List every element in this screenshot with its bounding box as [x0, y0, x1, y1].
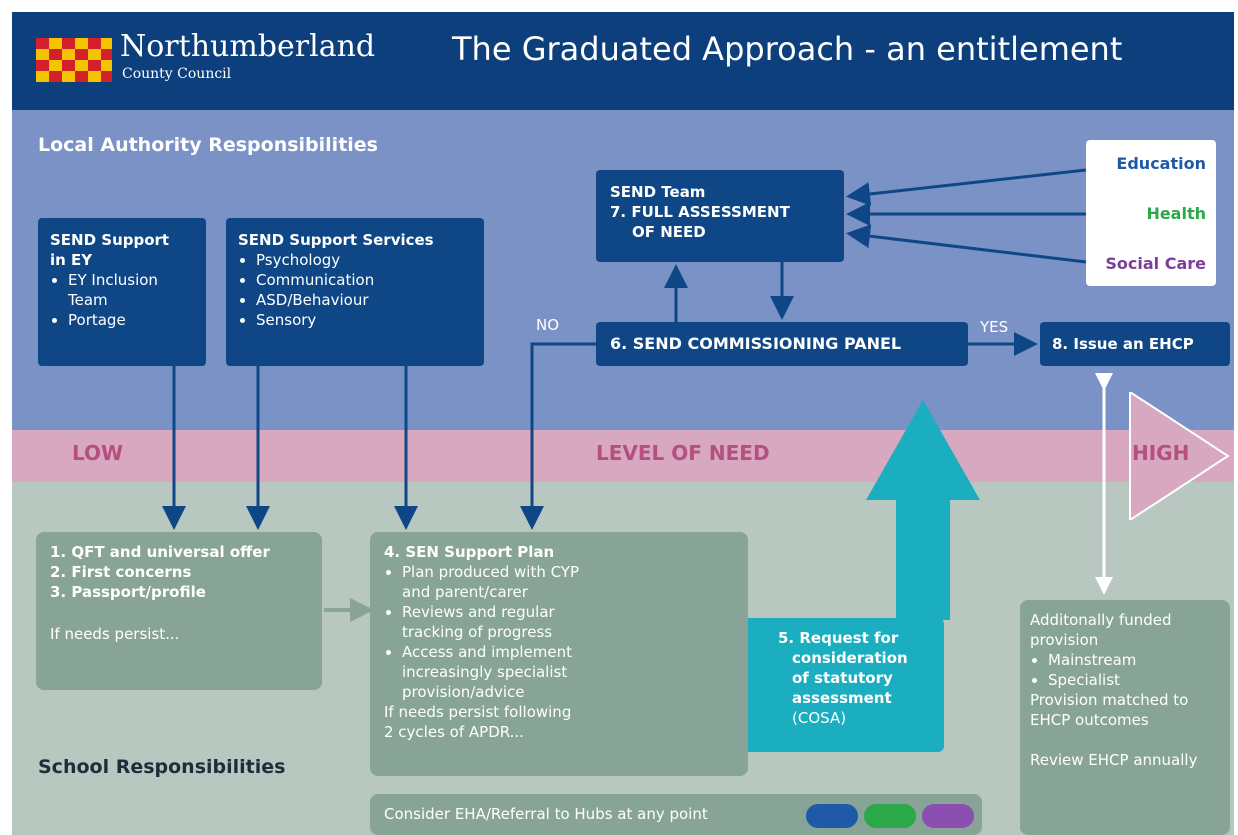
qft-line1: 1. QFT and universal offer	[50, 543, 270, 561]
level-of-need-band	[12, 430, 1234, 482]
service-item: Psychology	[256, 250, 472, 270]
cosa-line5: (COSA)	[792, 709, 847, 727]
cosa-line1: 5. Request for	[778, 629, 899, 647]
assessment-line1: SEND Team	[610, 183, 706, 201]
qft-line2: 2. First concerns	[50, 563, 192, 581]
ey-box-title-line1: SEND Support	[50, 231, 170, 249]
ey-box-title-line2: in EY	[50, 251, 93, 269]
cosa-request-box: 5. Request for consideration of statutor…	[748, 618, 944, 752]
agencies-box: Education Health Social Care	[1086, 140, 1216, 286]
service-item: ASD/Behaviour	[256, 290, 472, 310]
agency-social-care: Social Care	[1105, 254, 1206, 273]
additional-matched: Provision matched to EHCP outcomes	[1030, 691, 1189, 729]
plan-item: Plan produced with CYP and parent/carer	[402, 562, 584, 602]
health-dot-icon	[864, 804, 916, 828]
additional-provision-box: Additonally funded provision Mainstream …	[1020, 600, 1230, 835]
education-dot-icon	[806, 804, 858, 828]
cosa-line2: consideration	[792, 649, 908, 667]
qft-line3: 3. Passport/profile	[50, 583, 206, 601]
assessment-line2: 7. FULL ASSESSMENT	[610, 203, 790, 221]
plan-title: 4. SEN Support Plan	[384, 543, 555, 561]
commissioning-panel-box: 6. SEND COMMISSIONING PANEL	[596, 322, 968, 366]
no-label: NO	[536, 316, 560, 334]
social-care-dot-icon	[922, 804, 974, 828]
additional-intro: Additonally funded provision	[1030, 611, 1172, 649]
la-section-title: Local Authority Responsibilities	[38, 134, 378, 156]
high-label: HIGH	[1132, 441, 1190, 465]
plan-note: If needs persist following 2 cycles of A…	[384, 703, 572, 741]
org-name: Northumberland	[120, 29, 376, 64]
service-item: Communication	[256, 270, 472, 290]
page-title: The Graduated Approach - an entitlement	[452, 30, 1123, 68]
additional-item: Mainstream	[1048, 650, 1220, 670]
plan-item: Reviews and regular tracking of progress	[402, 602, 584, 642]
assessment-line3: OF NEED	[632, 223, 706, 241]
send-support-services-box: SEND Support Services Psychology Communi…	[226, 218, 484, 366]
additional-item: Specialist	[1048, 670, 1220, 690]
org-subtitle: County Council	[122, 66, 232, 82]
header-bar	[12, 12, 1234, 110]
issue-ehcp-box: 8. Issue an EHCP	[1040, 322, 1230, 366]
ey-item: EY Inclusion Team	[68, 270, 194, 310]
service-item: Sensory	[256, 310, 472, 330]
cosa-line4: assessment	[792, 689, 892, 707]
local-authority-band	[12, 110, 1234, 430]
agency-education: Education	[1116, 154, 1206, 173]
services-box-title: SEND Support Services	[238, 231, 434, 249]
qft-note: If needs persist...	[50, 625, 180, 643]
sen-support-plan-box: 4. SEN Support Plan Plan produced with C…	[370, 532, 748, 776]
low-label: LOW	[72, 441, 124, 465]
yes-label: YES	[980, 318, 1009, 336]
ey-item: Portage	[68, 310, 194, 330]
high-arrow-head-icon	[1129, 392, 1230, 520]
council-logo-icon	[36, 38, 112, 82]
school-section-title: School Responsibilities	[38, 756, 286, 778]
agency-health: Health	[1146, 204, 1206, 223]
send-support-ey-box: SEND Support in EY EY Inclusion Team Por…	[38, 218, 206, 366]
hubs-text: Consider EHA/Referral to Hubs at any poi…	[384, 805, 708, 823]
plan-item: Access and implement increasingly specia…	[402, 642, 584, 702]
full-assessment-box: SEND Team 7. FULL ASSESSMENT OF NEED	[596, 170, 844, 262]
additional-review: Review EHCP annually	[1030, 751, 1198, 769]
cosa-up-arrow-icon	[866, 400, 980, 620]
qft-box: 1. QFT and universal offer 2. First conc…	[36, 532, 322, 690]
cosa-line3: of statutory	[792, 669, 893, 687]
level-of-need-label: LEVEL OF NEED	[596, 441, 770, 465]
